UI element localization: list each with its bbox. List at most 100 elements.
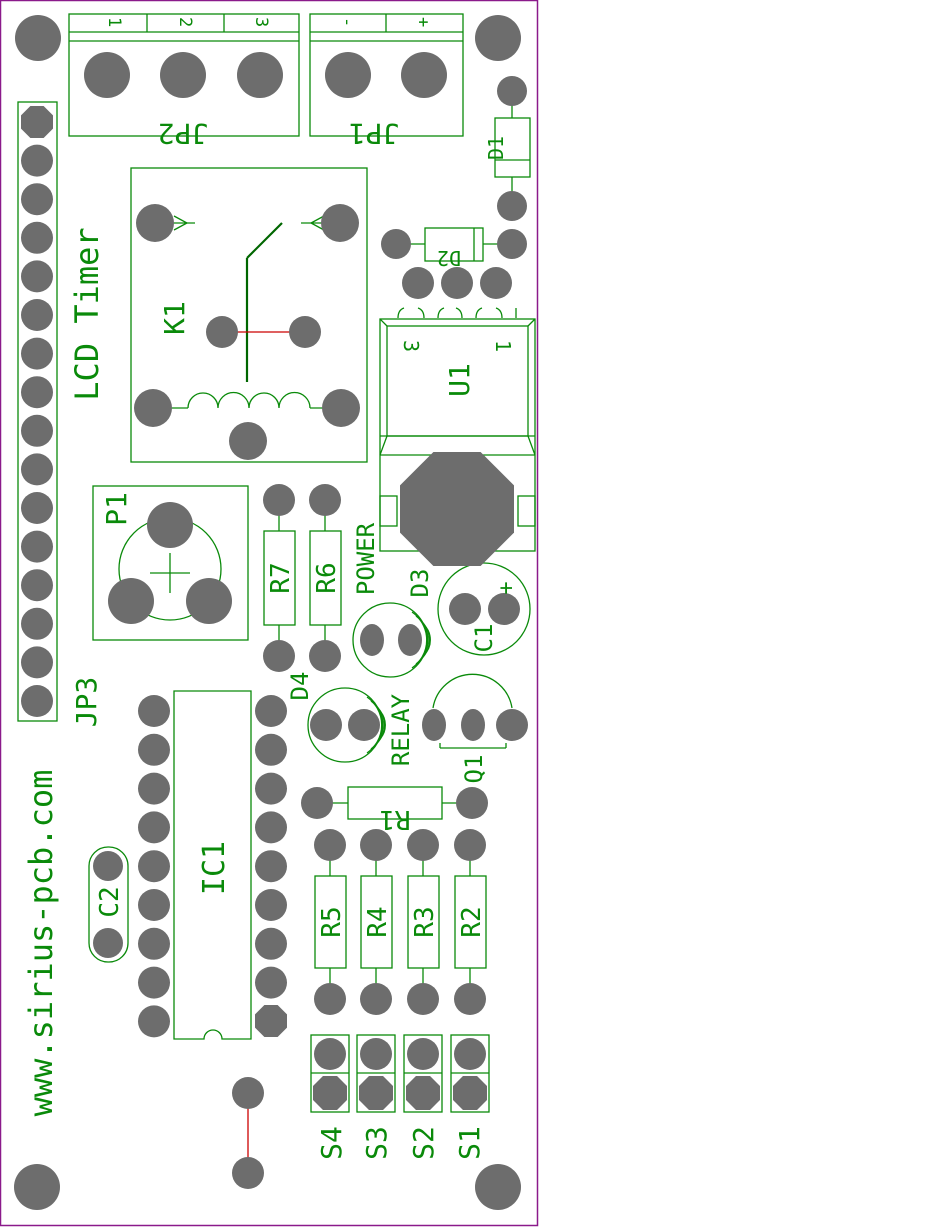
jp3-pad [21, 492, 53, 524]
ic1-pad [138, 927, 170, 960]
c1-label: C1 [470, 624, 498, 653]
switch-pad [406, 1076, 440, 1110]
jp3-pad [21, 414, 53, 447]
d1-label: D1 [484, 136, 508, 160]
k1-pad [136, 204, 174, 242]
r7-pad [263, 640, 295, 672]
k1-pad [289, 316, 321, 348]
s2-switch-outline [403, 1034, 443, 1113]
jp3-pad [21, 376, 53, 409]
relay-label: RELAY [387, 693, 415, 766]
q1-transistor-outline [432, 673, 513, 749]
pads-layer [14, 15, 528, 1210]
switch-pad [314, 1038, 346, 1070]
k1-pad [134, 389, 172, 427]
resistor-pad [454, 829, 486, 861]
jp1-pin-minus: - [337, 17, 357, 27]
s1-label: S1 [453, 1126, 486, 1160]
mounting-hole [14, 1164, 60, 1210]
u1-pad [480, 267, 512, 299]
p1-label: P1 [100, 492, 133, 526]
d3-pad [398, 624, 422, 656]
c1-capacitor-outline [437, 562, 531, 656]
power-label: POWER [352, 522, 380, 595]
r2-label: R2 [457, 906, 487, 937]
r6-pad [309, 640, 341, 672]
jp1-pad [325, 52, 371, 98]
c2-pad [93, 928, 123, 958]
board-outline [0, 0, 539, 1227]
switch-pad [454, 1038, 486, 1070]
jp3-pad [21, 260, 53, 293]
resistor-pad [360, 983, 392, 1015]
ic1-pad [138, 1005, 170, 1038]
resistor-pad [314, 829, 346, 861]
resistor-pad [454, 983, 486, 1015]
d4-label: D4 [286, 672, 314, 701]
s3-switch-outline [356, 1034, 396, 1113]
s4-label: S4 [315, 1126, 348, 1160]
r1-pad [456, 787, 488, 819]
ic1-pad [255, 1005, 287, 1037]
resistor-pad [407, 829, 439, 861]
r7-pad [263, 484, 295, 516]
c1-plus-label: + [494, 581, 519, 594]
u1-pad [402, 267, 434, 299]
jp3-header-outline [17, 101, 58, 722]
switch-pad [359, 1076, 393, 1110]
mounting-hole [15, 15, 61, 61]
d2-label: D2 [437, 246, 461, 270]
ic1-pad [255, 811, 287, 844]
switch-pad [407, 1038, 439, 1070]
jp2-label: JP2 [158, 117, 209, 150]
d1-pad [497, 76, 527, 106]
jp1-terminal-block [309, 13, 464, 137]
c2-capacitor-outline [88, 846, 129, 963]
r3-label: R3 [410, 906, 440, 937]
mounting-hole [475, 1164, 521, 1210]
k1-pad [229, 422, 267, 460]
s2-label: S2 [407, 1126, 440, 1160]
ic1-pad [255, 772, 287, 805]
r1-label: R1 [379, 804, 410, 834]
u1-pin-1-label: 1 [491, 340, 515, 352]
resistor-pad [360, 829, 392, 861]
d3-label: D3 [406, 569, 434, 598]
ic1-pad [138, 850, 170, 883]
q1-pad [461, 709, 485, 741]
switch-pad [313, 1076, 347, 1110]
ic1-pad [255, 927, 287, 960]
jp2-pin-3: 3 [251, 17, 271, 27]
jp3-pad [21, 337, 53, 370]
q1-pad [496, 709, 528, 741]
s4-switch-outline [310, 1034, 350, 1113]
d2-pad [381, 229, 411, 259]
r6-label: R6 [312, 562, 342, 593]
jp2-pin-2: 2 [175, 17, 195, 27]
u1-heatsink-pad [400, 452, 514, 566]
r6-pad [309, 484, 341, 516]
ic1-pad [255, 966, 287, 999]
p1-pad [186, 578, 232, 624]
ic1-pad [255, 695, 287, 727]
jp1-label: JP1 [349, 117, 400, 150]
ic1-label: IC1 [197, 841, 232, 895]
switch-pad [453, 1076, 487, 1110]
switch-pad [360, 1038, 392, 1070]
website-label: www.sirius-pcb.com [22, 770, 60, 1117]
jp3-pad [21, 530, 53, 563]
c2-pad [93, 851, 123, 881]
r7-label: R7 [266, 562, 296, 593]
s1-switch-outline [450, 1034, 490, 1113]
p1-pad [147, 502, 193, 548]
k1-contact-lines [245, 222, 283, 382]
jp2-pad [84, 52, 130, 98]
jp2-pad [237, 52, 283, 98]
resistor-pad [407, 983, 439, 1015]
k1-pad [206, 316, 238, 348]
ic1-pad [255, 733, 287, 766]
jp2-terminal-block [68, 13, 300, 137]
u1-label: U1 [443, 363, 476, 397]
wire-jumper-pad [232, 1077, 264, 1109]
